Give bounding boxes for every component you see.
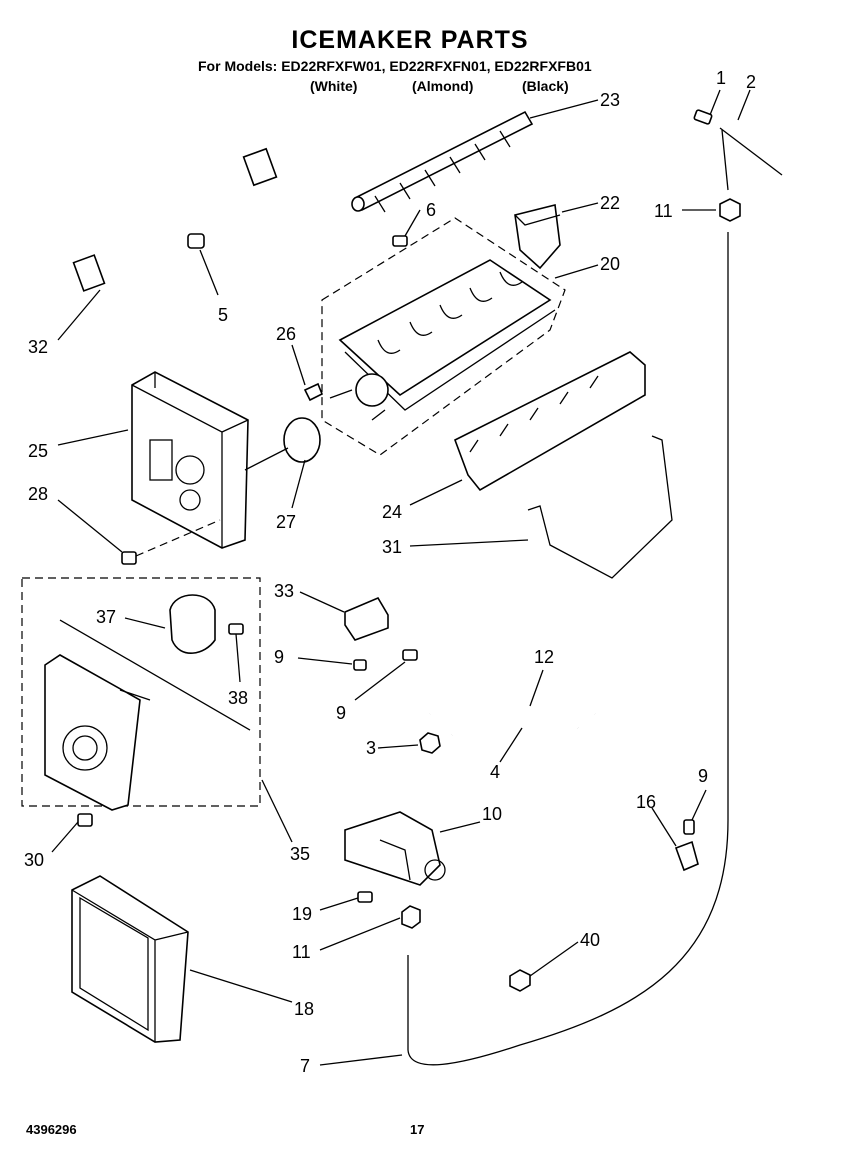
- callout-5: 5: [218, 305, 228, 325]
- wire-clip-part: [187, 233, 205, 249]
- callout-40: 40: [580, 930, 600, 950]
- bracket-33-part: [344, 596, 389, 641]
- callout-1: 1: [716, 68, 726, 88]
- screw-6-part: [392, 235, 408, 247]
- callout-9-a: 9: [274, 647, 284, 667]
- callout-31: 31: [382, 537, 402, 557]
- doc-number: 4396296: [26, 1122, 77, 1137]
- motor-27-part: [244, 417, 321, 471]
- screw-38-part: [228, 623, 244, 635]
- callout-19: 19: [292, 904, 312, 924]
- stripper-part: [454, 351, 646, 492]
- water-valve-part: [344, 811, 446, 886]
- callout-37: 37: [96, 607, 116, 627]
- callout-26: 26: [276, 324, 296, 344]
- screw-9b-part: [402, 649, 418, 661]
- callout-3: 3: [366, 738, 376, 758]
- tube-12-part: [429, 706, 596, 716]
- callout-4: 4: [490, 762, 500, 782]
- shutoff-arm-part: [527, 435, 673, 579]
- callout-23: 23: [600, 90, 620, 110]
- nut-3-part: [419, 732, 441, 754]
- control-housing-part: [131, 371, 249, 549]
- color-black: (Black): [522, 78, 569, 94]
- callout-11-bottom: 11: [292, 942, 311, 962]
- tube-4-part: [451, 721, 579, 737]
- screw-9c-part: [683, 819, 695, 835]
- callout-32: 32: [28, 337, 48, 357]
- mold-part: [321, 217, 566, 456]
- color-almond: (Almond): [412, 78, 474, 94]
- screw-9a-part: [353, 659, 367, 671]
- leader-lines: [51, 89, 751, 1066]
- callout-22: 22: [600, 193, 620, 213]
- page-title: ICEMAKER PARTS: [291, 26, 529, 54]
- module-group-part: [21, 577, 261, 811]
- color-white: (White): [310, 78, 358, 94]
- wire-harness-part: [72, 147, 278, 292]
- clamp-16-part: [674, 840, 699, 872]
- callout-27: 27: [276, 512, 296, 532]
- callout-9-b: 9: [336, 703, 346, 723]
- callout-30: 30: [24, 850, 44, 870]
- callout-20: 20: [600, 254, 620, 274]
- clip-26-part: [303, 382, 324, 402]
- fill-cup-part: [514, 204, 561, 270]
- screw-28-part: [121, 519, 221, 565]
- page-number: 17: [410, 1122, 425, 1137]
- callout-38: 38: [228, 688, 248, 708]
- callout-2: 2: [746, 72, 756, 92]
- callout-18: 18: [294, 999, 314, 1019]
- callout-10: 10: [482, 804, 502, 824]
- callout-33: 33: [274, 581, 294, 601]
- ejector-part: [351, 110, 534, 213]
- cover-18-part: [71, 875, 189, 1043]
- nut-11-upper-part: [719, 198, 741, 222]
- callout-24: 24: [382, 502, 402, 522]
- callout-35: 35: [290, 844, 310, 864]
- nut-40-part: [509, 969, 531, 992]
- screw-19-part: [357, 891, 373, 903]
- nut-11-lower-part: [401, 905, 421, 929]
- screw-30-part: [77, 813, 93, 827]
- callout-6: 6: [426, 200, 436, 220]
- callout-16: 16: [636, 792, 656, 812]
- models-line: For Models: ED22RFXFW01, ED22RFXFN01, ED…: [198, 58, 592, 74]
- callout-11-top: 11: [654, 201, 673, 221]
- motor-37-part: [169, 594, 216, 654]
- fill-fitting-part: [693, 109, 783, 191]
- callout-12: 12: [534, 647, 554, 667]
- water-tube-7-part: [407, 232, 729, 1066]
- callout-labels: 1 2 23 22 20 11 6 5 32 26 25 28 27 24 31…: [24, 68, 756, 1076]
- callout-9-c: 9: [698, 766, 708, 786]
- callout-25: 25: [28, 441, 48, 461]
- callout-7: 7: [300, 1056, 310, 1076]
- callout-28: 28: [28, 484, 48, 504]
